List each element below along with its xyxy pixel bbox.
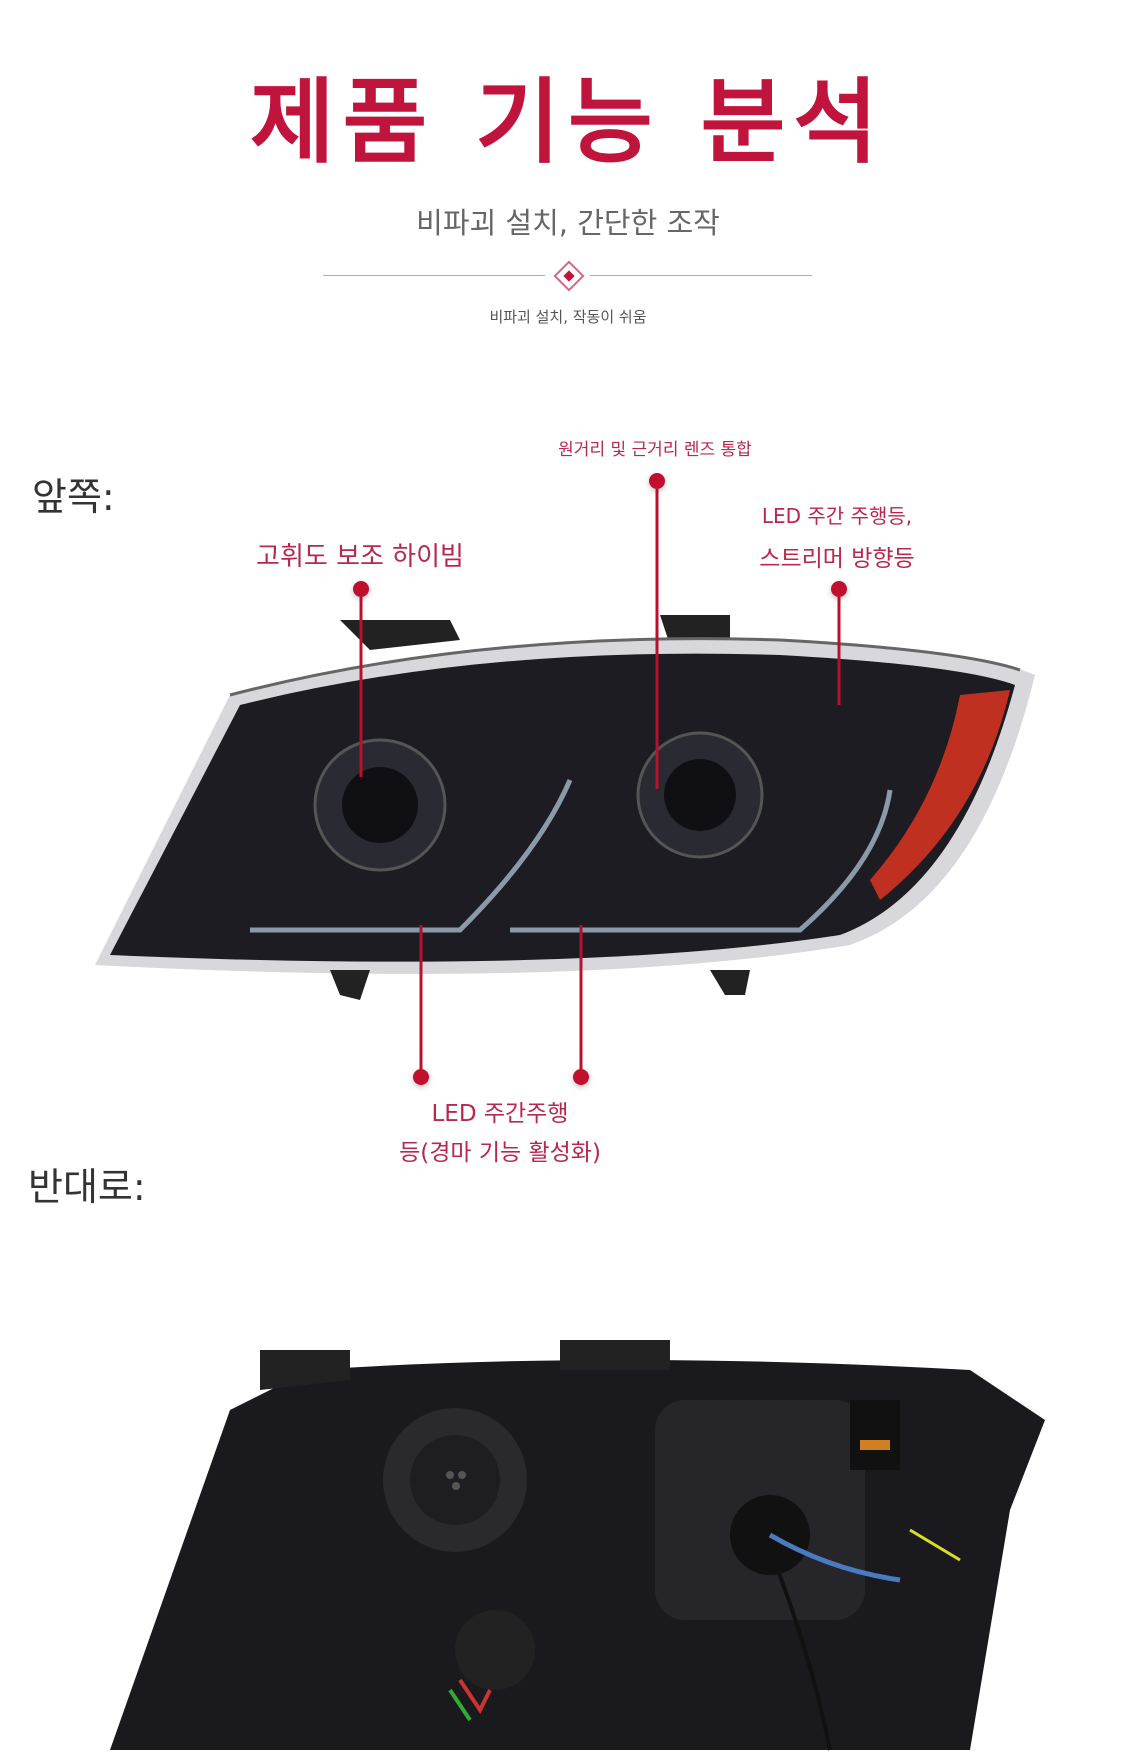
subtitle: 비파괴 설치, 간단한 조작 — [416, 206, 720, 240]
callout-dot-lens — [649, 473, 665, 489]
divider-left — [323, 275, 545, 276]
callout-line-bottom-right — [579, 925, 583, 1070]
diamond-icon — [553, 260, 585, 292]
callout-dot-drl — [831, 581, 847, 597]
page-title: 제품 기능 분석 — [250, 69, 886, 176]
caption: 비파괴 설치, 작동이 쉬움 — [489, 308, 647, 326]
callout-lens: 원거리 및 근거리 렌즈 통합 — [558, 440, 752, 460]
back-label: 반대로: — [28, 1165, 146, 1209]
callout-line-highbeam — [359, 597, 363, 777]
callout-line-bottom-left — [419, 925, 423, 1070]
callout-dot-bottom-right — [573, 1069, 589, 1085]
callout-line-drl — [837, 597, 841, 705]
callout-line-lens — [655, 489, 659, 789]
headlight-back-image — [110, 1340, 1045, 1751]
front-label: 앞쪽: — [32, 475, 115, 519]
callout-dot-bottom-left — [413, 1069, 429, 1085]
callout-drl-line1: LED 주간 주행등, — [761, 504, 913, 528]
divider-right — [590, 275, 812, 276]
callout-drl-line2: 스트리머 방향등 — [759, 546, 915, 572]
callout-bottom-line2: 등(경마 기능 활성화) — [399, 1140, 601, 1166]
callout-bottom-line1: LED 주간주행 — [431, 1101, 569, 1127]
callout-dot-highbeam — [353, 581, 369, 597]
headlight-front-image — [95, 615, 1035, 1000]
callout-highbeam: 고휘도 보조 하이빔 — [256, 542, 464, 572]
